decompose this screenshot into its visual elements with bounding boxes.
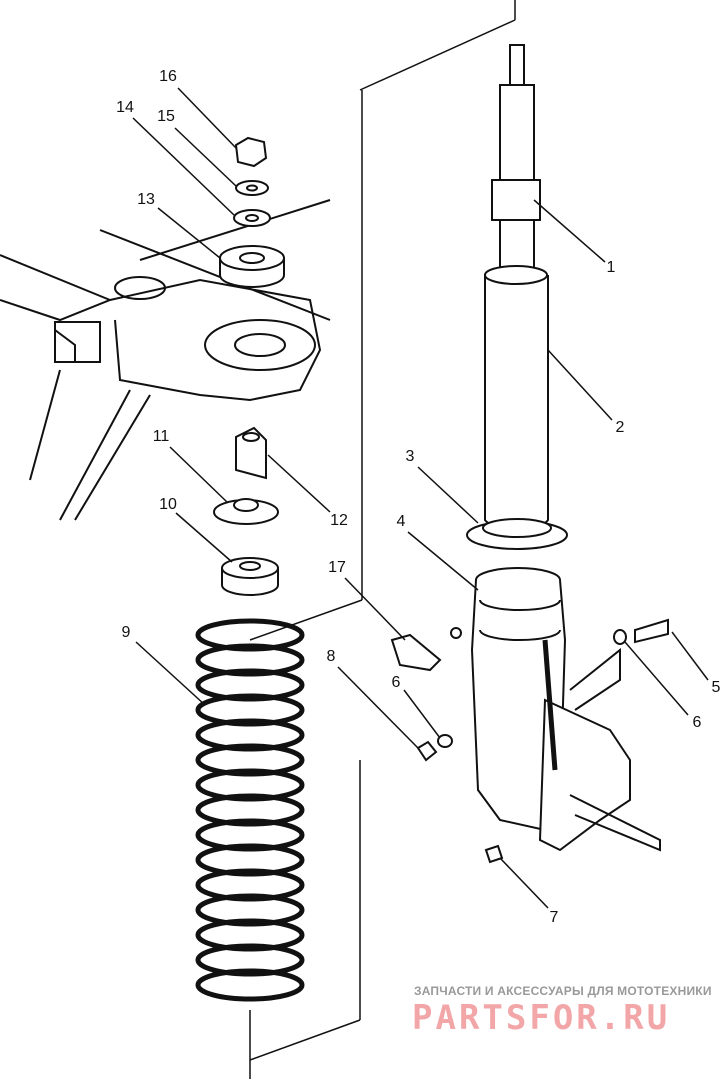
shock-strut bbox=[466, 44, 568, 550]
spring-coil bbox=[195, 643, 305, 677]
callout-4: 4 bbox=[396, 513, 406, 530]
callout-3: 3 bbox=[405, 448, 415, 465]
callout-9: 9 bbox=[121, 624, 131, 641]
leader-lines bbox=[132, 87, 709, 909]
spring-coil bbox=[195, 743, 305, 777]
frame-lines bbox=[249, 0, 516, 1079]
callout-10: 10 bbox=[159, 496, 177, 513]
coil-spring bbox=[195, 618, 305, 1002]
spring-coil bbox=[195, 768, 305, 802]
spring-coil bbox=[195, 968, 305, 1002]
callout-17: 17 bbox=[328, 559, 346, 576]
callout-13: 13 bbox=[137, 191, 155, 208]
spring-coil bbox=[195, 943, 305, 977]
callout-14: 14 bbox=[116, 99, 134, 116]
spring-coil bbox=[195, 818, 305, 852]
frame-arm bbox=[0, 199, 331, 521]
spring-coil bbox=[195, 668, 305, 702]
spring-coil bbox=[195, 793, 305, 827]
callout-6-left: 6 bbox=[391, 674, 401, 691]
callout-6-right: 6 bbox=[692, 714, 702, 731]
callout-12: 12 bbox=[330, 512, 348, 529]
callout-16: 16 bbox=[159, 68, 177, 85]
callout-1: 1 bbox=[606, 259, 616, 276]
callout-8: 8 bbox=[326, 648, 336, 665]
spring-coil bbox=[195, 893, 305, 927]
spring-coil bbox=[195, 718, 305, 752]
callout-15: 15 bbox=[157, 108, 175, 125]
spring-coil bbox=[195, 618, 305, 652]
spring-coil bbox=[195, 693, 305, 727]
watermark-tagline: ЗАПЧАСТИ И АКСЕССУАРЫ ДЛЯ МОТОТЕХНИКИ bbox=[414, 984, 712, 998]
spring-coil bbox=[195, 843, 305, 877]
spring-coil bbox=[195, 868, 305, 902]
spring-coil bbox=[195, 918, 305, 952]
callout-7: 7 bbox=[549, 909, 559, 926]
watermark-logo: PARTSFOR.RU bbox=[412, 998, 671, 1038]
callout-2: 2 bbox=[615, 419, 625, 436]
callout-5: 5 bbox=[711, 679, 721, 696]
small-hardware bbox=[390, 618, 669, 864]
strut-housing bbox=[470, 567, 661, 852]
callout-11: 11 bbox=[152, 428, 170, 445]
